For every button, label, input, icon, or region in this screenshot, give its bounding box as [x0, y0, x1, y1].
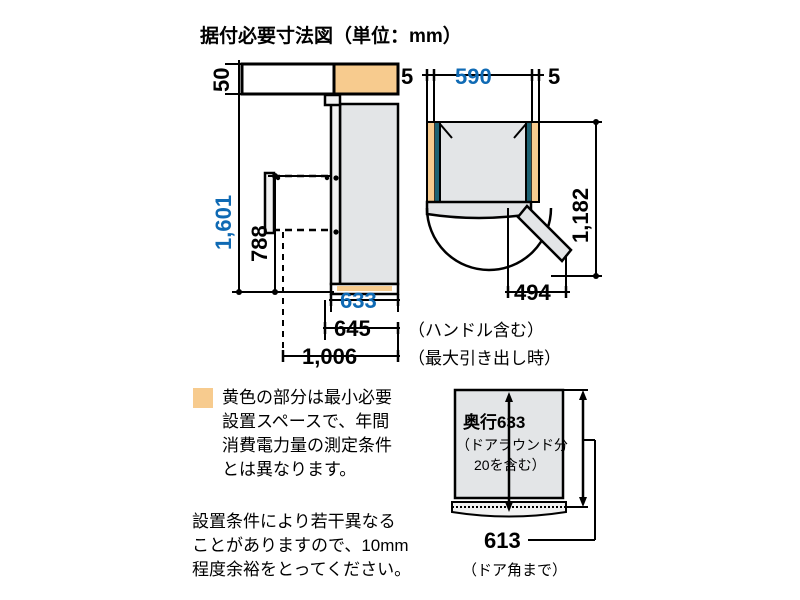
dim-depth-max: 1,006 [302, 344, 357, 369]
side-elevation: 50 1,601 788 633 645 （ハンドル含む） [209, 60, 561, 369]
dim-depth-handle: 645 [334, 316, 371, 341]
min-space-swatch [193, 388, 213, 408]
footnote-line-1: ことがありますので、10mm [192, 536, 409, 555]
footnote-line-0: 設置条件により若干異なる [192, 512, 396, 531]
dim-door-corner: 613 [484, 528, 521, 553]
legend-line-3: とは異なります。 [222, 460, 356, 479]
depth-label-sub2: 20を含む） [474, 457, 546, 473]
dim-door-corner-note: （ドア角まで） [462, 562, 567, 579]
plan-view: 5 590 5 1,182 494 [401, 64, 602, 305]
legend: 黄色の部分は最小必要 設置スペースで、年間 消費電力量の測定条件 とは異なります… [193, 388, 392, 479]
dim-left-clearance: 5 [401, 64, 413, 89]
dim-drawer-height: 788 [247, 225, 272, 262]
dim-total-height: 1,601 [211, 195, 236, 250]
footnote-line-2: 程度余裕をとってください。 [192, 560, 411, 579]
dim-depth-handle-note: （ハンドル含む） [408, 321, 544, 340]
dim-top-clearance: 50 [209, 68, 234, 92]
dim-depth-body: 633 [340, 288, 377, 313]
legend-line-1: 設置スペースで、年間 [222, 412, 389, 431]
legend-line-0: 黄色の部分は最小必要 [222, 388, 392, 407]
legend-line-2: 消費電力量の測定条件 [222, 436, 392, 455]
depth-label-sub1: （ドアラウンド分 [456, 437, 568, 453]
page-title: 据付必要寸法図（単位：mm） [200, 24, 462, 47]
dim-right-clearance: 5 [548, 64, 560, 89]
depth-detail: 奥行633 （ドアラウンド分 20を含む） 613 （ドア角まで） [451, 388, 596, 579]
footnote: 設置条件により若干異なる ことがありますので、10mm 程度余裕をとってください… [192, 512, 411, 579]
dim-depth-max-note: （最大引き出し時） [408, 349, 561, 368]
dim-width: 590 [455, 64, 492, 89]
depth-label-main: 奥行633 [463, 412, 525, 432]
dim-swing-depth: 1,182 [568, 188, 593, 243]
dim-door-offset: 494 [514, 280, 551, 305]
